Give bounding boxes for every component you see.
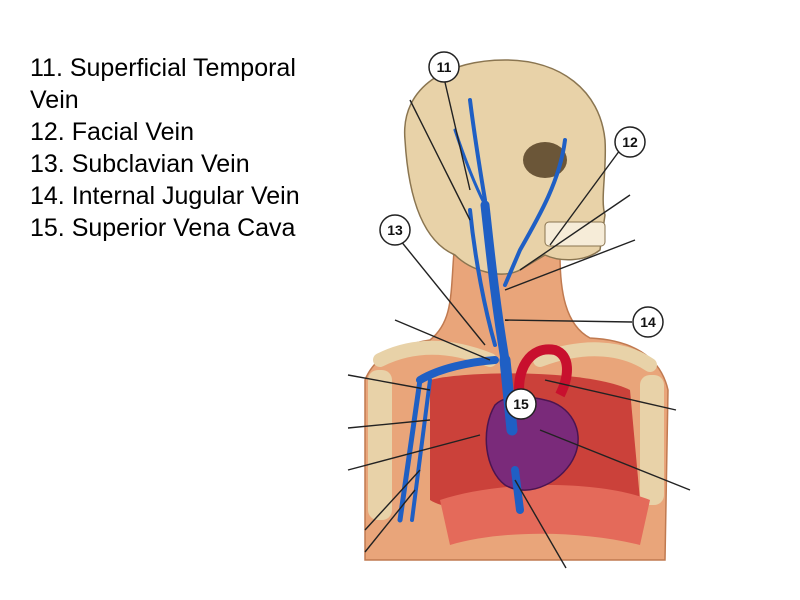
leader-line-right-b — [539, 429, 691, 491]
leader-line-15d — [364, 469, 421, 531]
internal-jugular-vein — [480, 200, 510, 365]
callout-15: 15 — [505, 388, 537, 420]
brachial-vein-1 — [397, 377, 423, 523]
leader-line-12c — [504, 239, 636, 291]
eye-socket — [523, 142, 567, 178]
superficial-temporal-vein — [468, 98, 487, 202]
callout-13: 13 — [379, 214, 411, 246]
legend-item-facial-vein: 12. Facial Vein — [30, 118, 194, 146]
callout-11: 11 — [428, 51, 460, 83]
leader-lines — [347, 77, 691, 569]
leader-line-15b — [347, 419, 431, 429]
legend-item-superficial-temporal-vein: 11. Superficial Temporal Vein — [30, 54, 296, 114]
leader-line-15a — [347, 374, 431, 391]
leader-line-12b — [519, 194, 631, 271]
teeth — [544, 221, 606, 247]
leader-line-15f — [514, 479, 567, 569]
diaphragm — [440, 485, 650, 545]
subclavian-vein — [416, 356, 499, 384]
inferior-vena-cava — [511, 466, 524, 514]
leader-line-right-a — [544, 379, 677, 411]
leader-line-15c — [347, 434, 481, 471]
skull — [404, 59, 607, 275]
callout-14: 14 — [632, 306, 664, 338]
humerus-left — [368, 370, 392, 520]
callout-15-circle — [505, 388, 537, 420]
leader-line-13 — [399, 239, 486, 346]
legend-item-superior-vena-cava: 15. Superior Vena Cava — [30, 214, 296, 242]
legend-item-subclavian-vein: 13. Subclavian Vein — [30, 150, 250, 178]
leader-line-11b — [409, 99, 471, 221]
callout-13-label: 13 — [387, 222, 403, 238]
callout-14-circle — [632, 306, 664, 338]
leader-line-15e — [364, 489, 416, 553]
external-jugular-vein — [468, 208, 497, 347]
legend-list: 11. Superficial Temporal Vein 12. Facial… — [30, 52, 340, 244]
callout-15-label: 15 — [513, 396, 529, 412]
callout-12: 12 — [614, 126, 646, 158]
humerus-right — [640, 375, 664, 505]
aortic-arch — [514, 344, 572, 401]
callout-11-circle — [428, 51, 460, 83]
callout-11-label: 11 — [437, 59, 452, 75]
callout-12-label: 12 — [622, 134, 638, 150]
leader-line-11 — [443, 77, 471, 191]
facial-vein — [503, 138, 567, 287]
legend-item-internal-jugular-vein: 14. Internal Jugular Vein — [30, 182, 300, 210]
callout-14-label: 14 — [640, 314, 656, 330]
callout-13-circle — [379, 214, 411, 246]
leader-line-12 — [549, 149, 621, 246]
clavicle-right — [533, 342, 657, 372]
callout-12-circle — [614, 126, 646, 158]
leader-line-14 — [504, 319, 633, 323]
leader-line-13b — [394, 319, 491, 361]
